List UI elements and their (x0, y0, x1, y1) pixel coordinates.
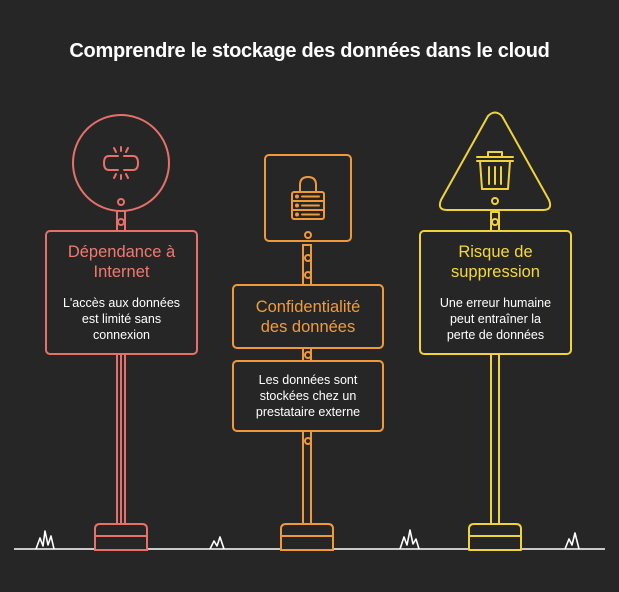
data-privacy-heading-box: Confidentialité des données (232, 284, 384, 349)
broken-link-icon (102, 146, 140, 180)
lock-server-icon (291, 175, 325, 220)
data-privacy-description: Les données sont stockées chez un presta… (255, 373, 361, 419)
sign-internet-dependency (72, 114, 170, 551)
page-title: Comprendre le stockage des données dans … (69, 40, 550, 62)
deletion-risk-description: Une erreur humaine peut entraîner la per… (439, 296, 552, 342)
internet-dependency-description: L'accès aux données est limité sans conn… (62, 296, 181, 342)
deletion-risk-box: Risque de suppression Une erreur humaine… (419, 230, 572, 355)
trash-warning-icon (476, 151, 514, 190)
internet-dependency-heading: Dépendance à Internet (67, 243, 176, 281)
data-privacy-heading: Confidentialité des données (255, 297, 361, 336)
deletion-risk-heading: Risque de suppression (451, 243, 540, 281)
internet-dependency-box: Dépendance à Internet L'accès aux donnée… (45, 230, 198, 355)
data-privacy-description-box: Les données sont stockées chez un presta… (232, 360, 384, 432)
